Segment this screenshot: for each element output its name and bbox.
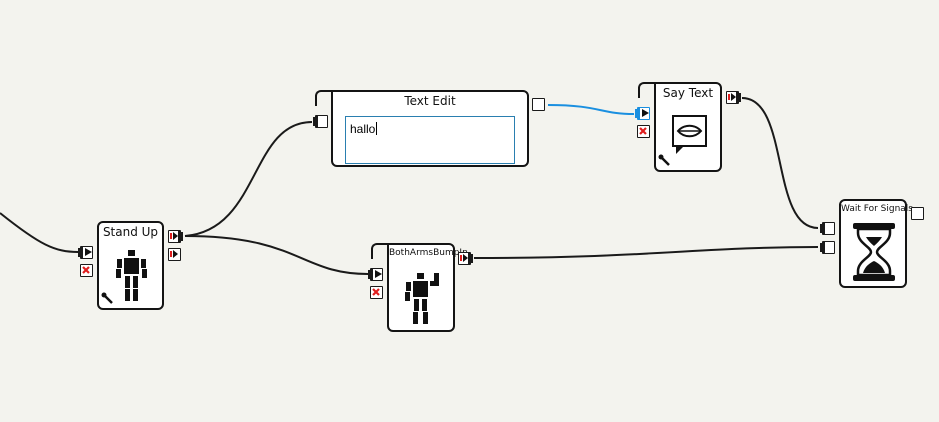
text-edit-output[interactable] [532,98,545,111]
play-icon [375,270,382,278]
wire-stand-up-to-text-edit [184,121,313,237]
stand-up-title: Stand Up [102,225,159,239]
output-arrow-icon [170,250,178,258]
say-text-title: Say Text [662,86,714,100]
both-arms-title: BothArmsBumpIn [389,248,468,258]
stand-up-stop-input[interactable] [80,264,93,277]
text-edit-title: Text Edit [404,94,456,108]
text-edit-box[interactable]: Text Edit hallo [331,90,529,167]
say-text-output[interactable] [726,91,741,104]
text-edit-tab-corner [315,90,333,106]
say-text-tab-corner [638,82,656,98]
stop-x-icon [82,266,90,274]
wire-text-edit-to-say-text [547,104,635,115]
text-edit-value: hallo [350,122,376,136]
stand-up-start-input[interactable] [78,246,93,259]
stop-x-icon [372,288,380,296]
say-text-start-input[interactable] [635,107,650,120]
wrench-icon[interactable] [101,292,115,306]
wait-for-signals-title: Wait For Signals [841,204,913,214]
wire-both-arms-to-wait [473,246,819,259]
wire-incoming-stand-up [0,212,79,253]
wait-for-signals-box[interactable]: Wait For Signals [839,199,913,288]
both-arms-output[interactable] [458,252,473,265]
both-arms-box[interactable]: BothArmsBumpIn [387,243,468,332]
text-edit-input[interactable] [313,115,328,128]
stand-up-box[interactable]: Stand Up [97,221,164,310]
stand-up-failure-output[interactable] [168,248,181,261]
hourglass-icon [853,223,895,281]
stand-up-success-output[interactable] [168,230,183,243]
both-arms-start-input[interactable] [368,268,383,281]
say-text-stop-input[interactable] [637,125,650,138]
wrench-icon[interactable] [658,154,672,168]
text-caret [376,122,378,135]
play-icon [85,248,92,256]
both-arms-tab-corner [371,243,389,259]
robot-icon [116,250,147,301]
wait-signals-output[interactable] [911,207,924,220]
output-arrow-icon [728,93,736,101]
lips-speech-icon [672,115,707,154]
play-icon [642,109,649,117]
output-arrow-icon [170,232,178,240]
text-edit-field[interactable]: hallo [345,116,515,164]
wait-signal-input-2[interactable] [820,241,835,254]
wire-stand-up-to-both-arms [184,235,369,275]
both-arms-stop-input[interactable] [370,286,383,299]
wait-signal-input-1[interactable] [820,222,835,235]
wire-say-text-to-wait [741,97,819,229]
output-arrow-icon [460,254,468,262]
say-text-box[interactable]: Say Text [654,82,722,172]
robot-arm-icon [405,273,439,324]
stop-x-icon [639,127,647,135]
